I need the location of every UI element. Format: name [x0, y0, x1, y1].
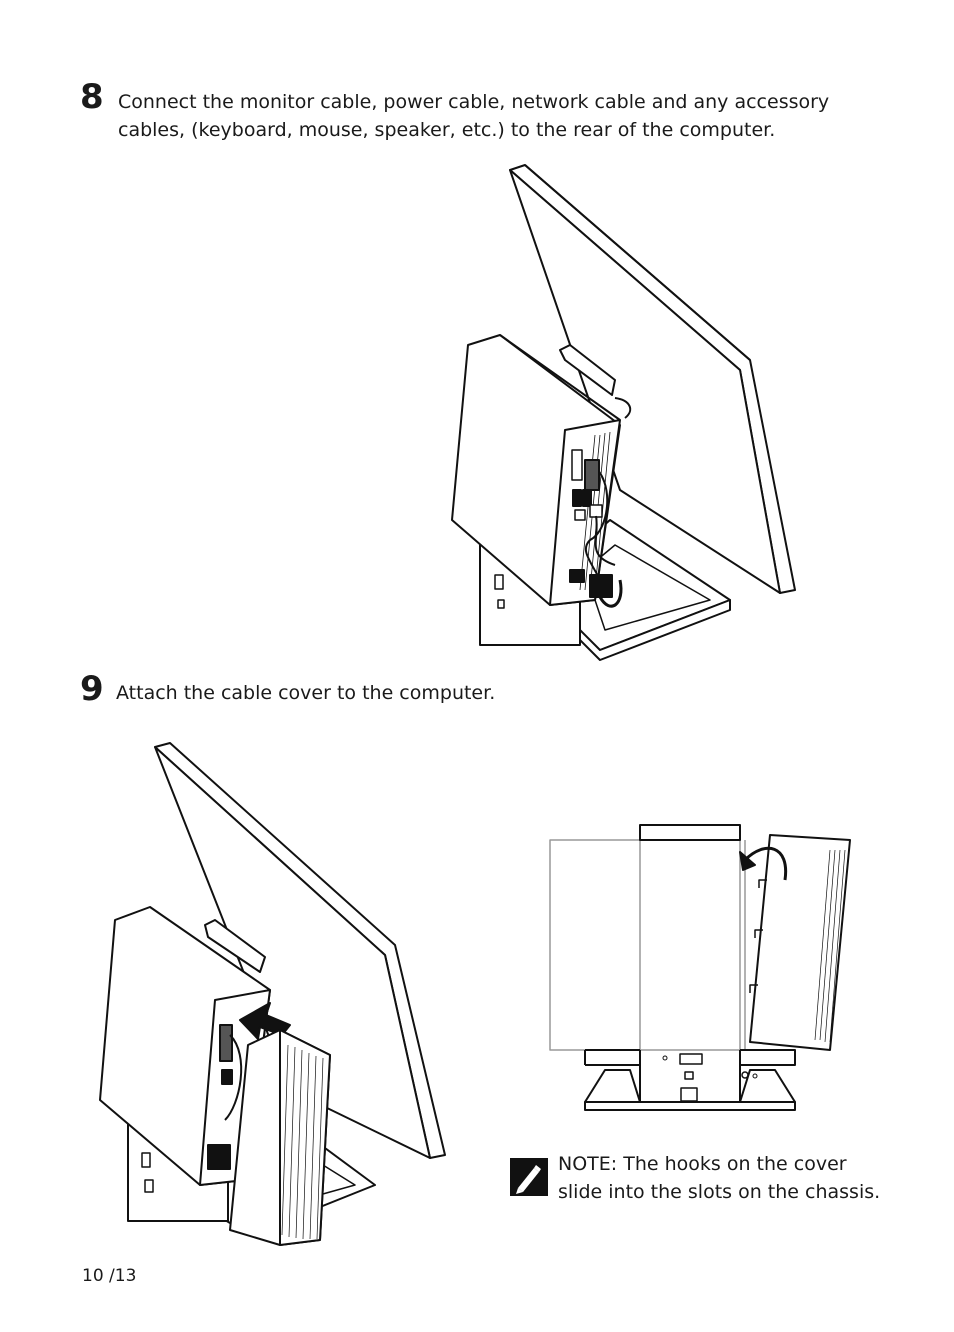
- step-9-text-line-1: Attach the cable cover to the computer.: [116, 682, 496, 704]
- note-text-line-2: slide into the slots on the chassis.: [558, 1181, 881, 1203]
- note-pencil-icon: [510, 1158, 548, 1196]
- step-8-text-line-1: Connect the monitor cable, power cable, …: [118, 91, 830, 113]
- step-8-illustration: [451, 164, 796, 661]
- step-9-cable-cover-illustration: [99, 742, 446, 1246]
- step-9-hook-detail-illustration: [549, 824, 851, 1111]
- step-9-number: 9: [80, 669, 104, 709]
- page-number: 10 /13: [82, 1266, 137, 1286]
- step-8-text-line-2: cables, (keyboard, mouse, speaker, etc.)…: [118, 119, 776, 141]
- step-8-number: 8: [80, 77, 104, 117]
- note-text-line-1: NOTE: The hooks on the cover: [558, 1153, 847, 1175]
